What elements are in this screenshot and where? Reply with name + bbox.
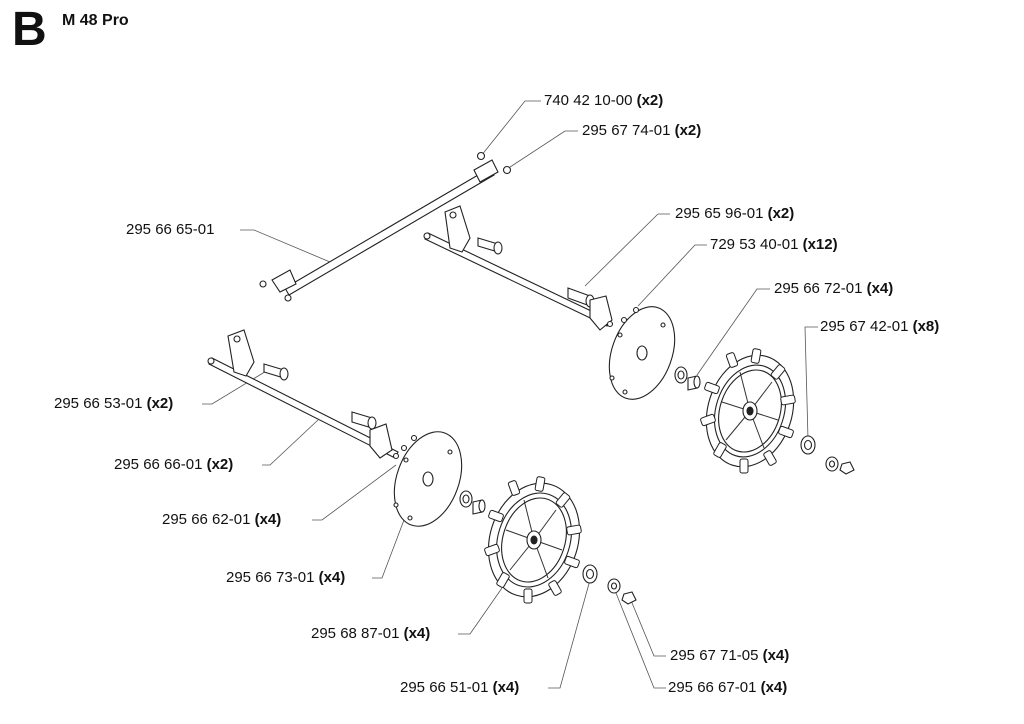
axle-lower: [207, 329, 400, 460]
part-label: 295 67 71-05 (x4): [670, 647, 790, 664]
hub-upper: [800, 435, 855, 475]
part-label: 295 66 67-01 (x4): [668, 679, 788, 696]
part-label: 295 66 53-01 (x2): [54, 395, 174, 412]
bearing-upper: [674, 366, 701, 391]
part-label: 295 66 73-01 (x4): [226, 569, 346, 586]
part-label: 740 42 10-00 (x2): [544, 92, 664, 109]
axle-upper: [423, 205, 614, 331]
handle-bar-upper: [259, 151, 512, 302]
part-label: 729 53 40-01 (x12): [710, 236, 838, 253]
wheel-lower: [483, 475, 583, 604]
part-label: 295 66 65-01: [126, 221, 215, 238]
part-label: 295 65 96-01 (x2): [675, 205, 795, 222]
part-label: 295 68 87-01 (x4): [311, 625, 431, 642]
part-label: 295 67 74-01 (x2): [582, 122, 702, 139]
hub-lower: [582, 564, 637, 605]
part-label: 295 66 72-01 (x4): [774, 280, 894, 297]
part-label: 295 66 62-01 (x4): [162, 511, 282, 528]
bearing-lower: [459, 490, 486, 515]
part-label: 295 67 42-01 (x8): [820, 318, 940, 335]
part-label: 295 66 66-01 (x2): [114, 456, 234, 473]
part-label: 295 66 51-01 (x4): [400, 679, 520, 696]
wheel-plate-upper: [608, 306, 676, 400]
section-letter: B: [12, 3, 47, 56]
model-name: M 48 Pro: [62, 12, 129, 29]
wheel-plate-lower: [393, 431, 463, 527]
wheel-upper: [699, 347, 797, 474]
